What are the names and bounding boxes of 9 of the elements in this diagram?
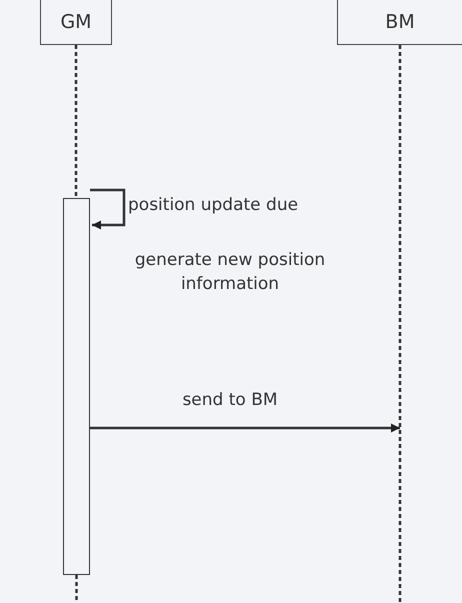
note-text: generate new position information [134,249,326,296]
participant-with-lifeline: BM [337,0,462,603]
lifeline [74,45,78,198]
activation-bar [63,198,90,575]
message-arrow [90,424,400,432]
message-label: position update due [128,194,298,217]
message-arrow [90,188,126,230]
message-label: send to BM [181,389,279,412]
participant-box: GM [40,0,112,45]
